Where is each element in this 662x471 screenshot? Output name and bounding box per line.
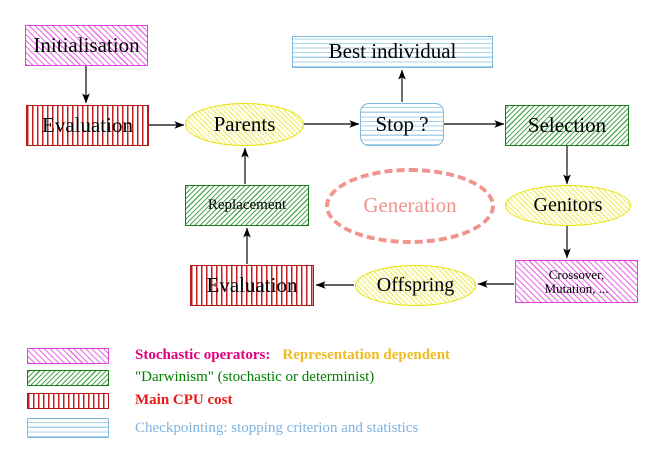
node-evaluation-top-label: Evaluation bbox=[42, 112, 133, 137]
node-offspring[interactable]: Offspring bbox=[355, 265, 476, 306]
node-crossover-mutation[interactable]: Crossover, Mutation, ... bbox=[515, 260, 638, 303]
node-selection-label: Selection bbox=[527, 112, 607, 137]
legend-swatch-green-hatch bbox=[27, 369, 109, 386]
legend-label-stochastic-operators: Stochastic operators: Representation depe… bbox=[135, 347, 450, 364]
node-replacement-label: Replacement bbox=[207, 196, 287, 213]
legend-swatch-blue-hatch bbox=[27, 418, 109, 438]
node-initialisation-label: Initialisation bbox=[33, 32, 140, 57]
node-initialisation[interactable]: Initialisation bbox=[25, 25, 148, 66]
node-generation-cycle: Generation bbox=[325, 168, 495, 244]
node-selection[interactable]: Selection bbox=[505, 105, 629, 146]
legend-swatch-magenta-hatch bbox=[27, 347, 109, 364]
node-genitors-label: Genitors bbox=[533, 194, 603, 217]
node-crossover-mutation-label: Crossover, Mutation, ... bbox=[544, 267, 609, 296]
node-stop-label: Stop ? bbox=[375, 111, 429, 136]
node-best-individual[interactable]: Best individual bbox=[292, 36, 493, 68]
node-best-individual-label: Best individual bbox=[328, 39, 457, 64]
node-parents[interactable]: Parents bbox=[185, 103, 304, 146]
node-genitors[interactable]: Genitors bbox=[505, 185, 631, 226]
legend-label-part1: Stochastic operators: bbox=[135, 347, 271, 363]
node-generation-label: Generation bbox=[363, 193, 457, 218]
node-replacement[interactable]: Replacement bbox=[185, 185, 309, 226]
legend-item-stochastic-operators: Stochastic operators: Representation depe… bbox=[27, 347, 450, 364]
legend-label-darwinism: "Darwinism" (stochastic or determinist) bbox=[135, 369, 375, 385]
legend-label-main-cpu-cost: Main CPU cost bbox=[135, 392, 233, 408]
legend-label-checkpointing: Checkpointing: stopping criterion and st… bbox=[135, 419, 419, 436]
node-offspring-label: Offspring bbox=[376, 274, 455, 297]
node-evaluation-top[interactable]: Evaluation bbox=[26, 105, 149, 146]
node-stop[interactable]: Stop ? bbox=[360, 103, 444, 146]
legend-item-darwinism: "Darwinism" (stochastic or determinist) bbox=[27, 369, 374, 386]
node-parents-label: Parents bbox=[213, 111, 276, 136]
legend-item-checkpointing: Checkpointing: stopping criterion and st… bbox=[27, 418, 418, 438]
legend: Stochastic operators: Representation depe… bbox=[0, 340, 662, 471]
node-evaluation-bottom-label: Evaluation bbox=[206, 272, 298, 297]
node-evaluation-bottom[interactable]: Evaluation bbox=[190, 265, 314, 306]
legend-swatch-red-hatch bbox=[27, 392, 109, 409]
legend-label-part2: Representation dependent bbox=[282, 347, 451, 363]
legend-item-main-cpu-cost: Main CPU cost bbox=[27, 392, 233, 409]
